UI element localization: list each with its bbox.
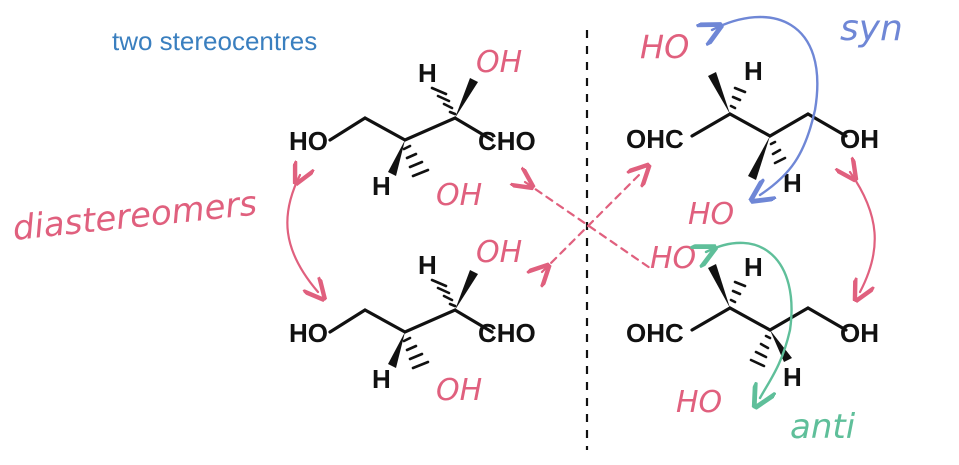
hashed-bond bbox=[430, 86, 457, 116]
h-top-label: H bbox=[418, 58, 437, 88]
carbon-chain bbox=[328, 308, 494, 334]
ohc-group-label: OHC bbox=[626, 124, 684, 154]
wedge-bond bbox=[455, 270, 478, 310]
wedge-bond bbox=[388, 140, 405, 176]
wedge-bond bbox=[748, 136, 770, 180]
anti-annotation: anti bbox=[790, 407, 856, 447]
oh-top-label: OH bbox=[476, 45, 522, 80]
diastereomers-annotation: diastereomers bbox=[11, 184, 259, 249]
enantiomer-arrow-diagonal-2 bbox=[542, 172, 642, 272]
oh-top-label: OH bbox=[476, 235, 522, 270]
anti-arrow bbox=[706, 241, 793, 398]
h-bottom-label: H bbox=[372, 364, 391, 394]
hashed-bond bbox=[769, 140, 787, 165]
hashed-bond bbox=[729, 280, 747, 304]
hashed-bond bbox=[430, 278, 457, 308]
h-top-label: H bbox=[744, 56, 763, 86]
molecule-top-left: HO CHO H H OH OH bbox=[289, 45, 536, 213]
carbon-chain bbox=[328, 116, 494, 142]
oh-group-label: OH bbox=[840, 318, 879, 348]
molecule-bottom-left: HO CHO H H OH OH bbox=[289, 235, 536, 408]
hashed-bond bbox=[749, 334, 772, 368]
ho-group-label: HO bbox=[289, 318, 328, 348]
syn-arrow bbox=[712, 15, 819, 195]
cho-group-label: CHO bbox=[478, 318, 536, 348]
h-bottom-label: H bbox=[783, 168, 802, 198]
diagram-title: two stereocentres bbox=[112, 26, 317, 56]
ho-bottom-label: HO bbox=[676, 385, 722, 420]
ohc-group-label: OHC bbox=[626, 318, 684, 348]
diastereomer-arrow-left bbox=[286, 175, 318, 292]
ho-top-label: HO bbox=[650, 241, 696, 276]
oh-bottom-label: OH bbox=[436, 178, 482, 213]
h-bottom-label: H bbox=[783, 362, 802, 392]
hashed-bond bbox=[402, 144, 430, 178]
hashed-bond bbox=[729, 86, 747, 110]
molecule-bottom-right: OHC OH H H HO HO bbox=[626, 241, 879, 420]
carbon-chain bbox=[690, 306, 848, 332]
hashed-bond bbox=[402, 336, 430, 370]
carbon-chain bbox=[690, 112, 848, 138]
diastereomer-arrow-right bbox=[850, 172, 876, 292]
cho-group-label: CHO bbox=[478, 126, 536, 156]
ho-top-label: HO bbox=[640, 28, 689, 66]
wedge-bond bbox=[455, 78, 478, 118]
ho-bottom-label: HO bbox=[688, 197, 734, 232]
h-top-label: H bbox=[744, 252, 763, 282]
wedge-bond bbox=[708, 264, 730, 308]
h-top-label: H bbox=[418, 250, 437, 280]
wedge-bond bbox=[388, 332, 405, 368]
wedge-bond bbox=[708, 72, 730, 114]
h-bottom-label: H bbox=[372, 171, 391, 201]
syn-annotation: syn bbox=[840, 8, 903, 49]
oh-group-label: OH bbox=[840, 124, 879, 154]
ho-group-label: HO bbox=[289, 126, 328, 156]
oh-bottom-label: OH bbox=[436, 373, 482, 408]
molecule-top-right: OHC OH H H HO HO bbox=[626, 28, 879, 232]
